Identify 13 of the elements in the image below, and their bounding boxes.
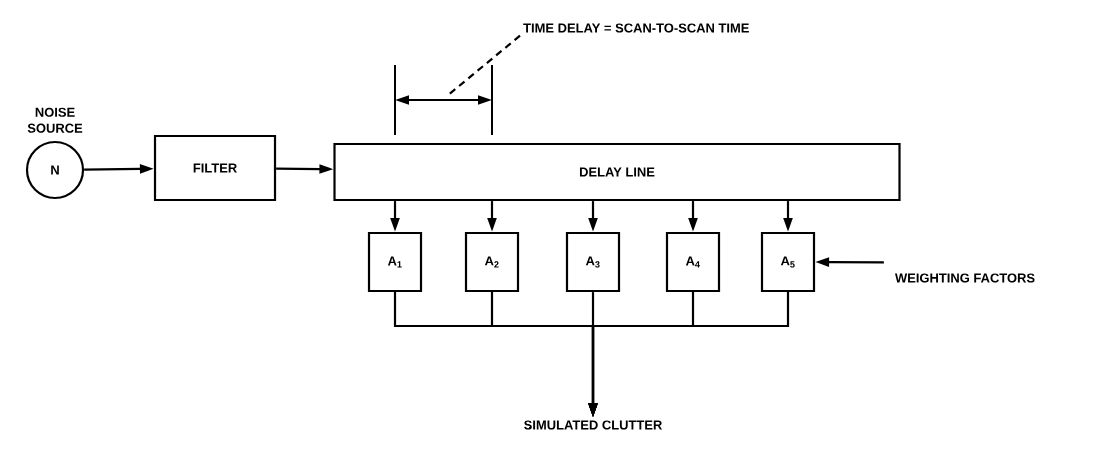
process-box: FILTER <box>153 134 277 202</box>
leader-line <box>446 34 521 97</box>
text-label: TIME DELAY = SCAN-TO-SCAN TIME <box>523 23 749 33</box>
node-caption: NOISE SOURCE <box>27 107 83 133</box>
process-box: A$_{5}$ <box>760 231 816 293</box>
process-box: DELAY LINE <box>333 142 901 202</box>
process-box: A$_{4}$ <box>665 231 721 293</box>
text-label: WEIGHTING FACTORS <box>895 273 1035 283</box>
text-label: SIMULATED CLUTTER <box>524 420 663 430</box>
process-box: A$_{3}$ <box>565 231 621 293</box>
circle-node: N <box>25 140 85 200</box>
process-box: A$_{1}$ <box>367 231 423 293</box>
process-box: A$_{2}$ <box>464 231 520 293</box>
